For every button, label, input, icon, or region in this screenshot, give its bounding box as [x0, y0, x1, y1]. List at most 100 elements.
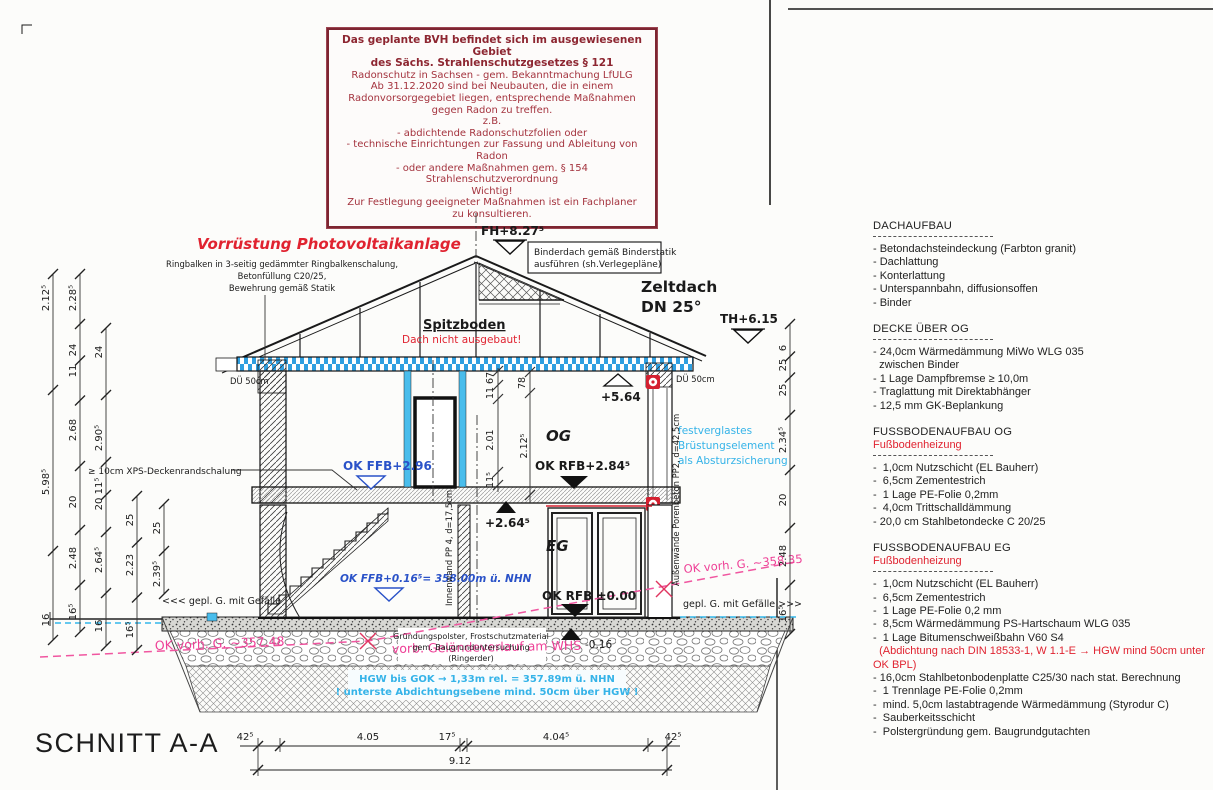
dim-line [158, 588, 170, 600]
gruendung-note: Gründungspolster, Frostschutzmaterial [393, 632, 549, 641]
dim-label: 16⁵ [778, 606, 789, 623]
radon-note-line: Zur Festlegung geeigneter Maßnahmen ist … [347, 197, 637, 209]
perimeter-insulation-block [206, 612, 218, 622]
dim-line [100, 640, 112, 652]
dim-label: 24 [94, 346, 105, 359]
spitzboden-label: Spitzboden [423, 318, 506, 333]
gepl-gefaelle-right: gepl. G. mit Gefälle >>> [683, 599, 802, 610]
legend-item: - 8,5cm Wärmedämmung PS-Hartschaum WLG 0… [873, 618, 1131, 631]
zeltdach-dn-label: DN 25° [641, 298, 702, 316]
dim-line [158, 498, 170, 510]
radon-note-line: gegen Radon zu treffen. [431, 104, 553, 116]
gruendung-note: gem. Baugrunduntersuchung [412, 643, 529, 652]
dim-label: 20 [94, 498, 105, 511]
dim-line [74, 355, 86, 366]
ceiling-insulation [236, 356, 694, 372]
dim-line [100, 489, 112, 501]
legend-sep [873, 571, 993, 573]
dim-label: 6 [778, 345, 789, 351]
socket-marker [646, 375, 660, 389]
terrain-cross-marker [359, 580, 673, 650]
legend-sub: Fußbodenheizung [873, 439, 962, 452]
total-dim-label: 9.12 [449, 756, 471, 767]
dim-label: 16 [41, 614, 52, 627]
fh-marker [494, 240, 526, 255]
legend-item: - Sauberkeitsschicht [873, 712, 976, 725]
th-label: TH+6.15 [720, 312, 778, 326]
dim-line [74, 579, 86, 591]
ringbalken-note: Bewehrung gemäß Statik [229, 283, 335, 293]
hgw-note: ! unterste Abdichtungsebene mind. 50cm ü… [336, 687, 639, 698]
okrfb284-label: OK RFB+2.84⁵ [535, 459, 630, 473]
dim-label: 24 [68, 344, 79, 357]
dim-label: 78 [517, 377, 528, 389]
p564-label: +5.64 [601, 390, 641, 404]
dim-label: 2.39⁵ [152, 561, 163, 587]
radon-note-line: des Sächs. Strahlenschutzgesetzes § 121 [370, 57, 614, 70]
drawing-title: SCHNITT A-A [35, 728, 220, 758]
legend-item: - Konterlattung [873, 269, 946, 282]
foundation [161, 616, 794, 713]
gepl-gefaelle-left: <<< gepl. G. mit Gefälle [162, 596, 281, 607]
dim-label: 2.12⁵ [519, 433, 530, 458]
terrain-lines [39, 561, 796, 658]
legend-item: - 1 Lage PE-Folie 0,2mm [873, 488, 999, 501]
m016-marker [561, 628, 581, 640]
drawing-labels: FH+8.27⁵ TH+6.15 +5.64 +2.64⁵ OK FFB+2.9… [88, 224, 803, 767]
dim-label: 20 [68, 496, 79, 509]
radon-note-line: Wichtig! [471, 185, 513, 197]
dim-label: 16 [94, 620, 105, 633]
fh-label: FH+8.27⁵ [481, 224, 544, 238]
m016-label: -0.16 [585, 639, 612, 651]
dim-line [74, 460, 86, 472]
dim-label: 25 [778, 384, 789, 397]
legend-item: - Unterspannbahn, diffusionsoffen [873, 283, 1038, 296]
legend-item: - Binder [873, 296, 912, 309]
gelaendeverlauf-label: vorb. Geländeverlauf am WHS [392, 638, 582, 656]
radon-note-line: Radonschutz in Sachsen - gem. Bekanntmac… [351, 69, 633, 81]
radon-note-line: zu konsultieren. [452, 208, 532, 220]
dim-label: 42⁵ [665, 732, 682, 743]
binderdach-note: Binderdach gemäß Binderstatik [534, 248, 677, 258]
legend-title: FUSSBODENAUFBAU EG [873, 542, 1011, 555]
dim-label: 11 [68, 365, 79, 378]
dim-label: 11⁵ [94, 478, 105, 495]
eg-storey [258, 415, 680, 628]
radon-note-box: Das geplante BVH befindet sich im ausgew… [326, 27, 658, 229]
radon-note-line: z.B. [482, 116, 502, 128]
p264-label: +2.64⁵ [485, 516, 530, 530]
og-storey [251, 359, 681, 511]
dim-label: 25 [125, 514, 136, 527]
dim-line [784, 372, 796, 383]
festverglast-label: Brüstungselement [678, 440, 775, 452]
legend-item: - 12,5 mm GK-Beplankung [873, 399, 1004, 412]
legend: DACHAUFBAU- Betondachsteindeckung (Farbt… [873, 220, 1213, 752]
innenwand-label: Innenwand PP 4, d=17,5cm [444, 490, 454, 606]
legend-item: zwischen Binder [873, 359, 960, 372]
foundation-label-box [398, 628, 546, 664]
staircase [266, 507, 389, 619]
dim-line [74, 268, 86, 280]
legend-sep [873, 455, 993, 457]
p264-marker [496, 501, 516, 513]
legend-item: - 1,0cm Nutzschicht (EL Bauherr) [873, 462, 1039, 475]
dim-line [784, 628, 796, 640]
dim-label: 25 [778, 359, 789, 372]
og-room-label: OG [546, 427, 571, 445]
legend-item: - 1 Lage PE-Folie 0,2 mm [873, 604, 1002, 617]
legend-sep [873, 236, 993, 237]
festverglast-label: als Absturzsicherung [678, 455, 788, 467]
dim-label: 2.23 [125, 554, 136, 576]
binderdach-note-box [527, 241, 662, 274]
dim-label: 2.48 [778, 545, 789, 567]
dim-line [74, 626, 86, 638]
radon-note-line: - technische Einrichtungen zur Fassung u… [346, 139, 638, 162]
legend-item: - mind. 5,0cm lastabtragende Wärmedämmun… [873, 698, 1169, 711]
dim-label: 2.28⁵ [68, 285, 79, 311]
dim-line [784, 409, 796, 421]
dim-label: 16⁵ [125, 622, 136, 639]
insulated-jamb-left [403, 370, 412, 488]
dim-line [74, 524, 86, 536]
dim-label: 17⁵ [439, 732, 456, 743]
